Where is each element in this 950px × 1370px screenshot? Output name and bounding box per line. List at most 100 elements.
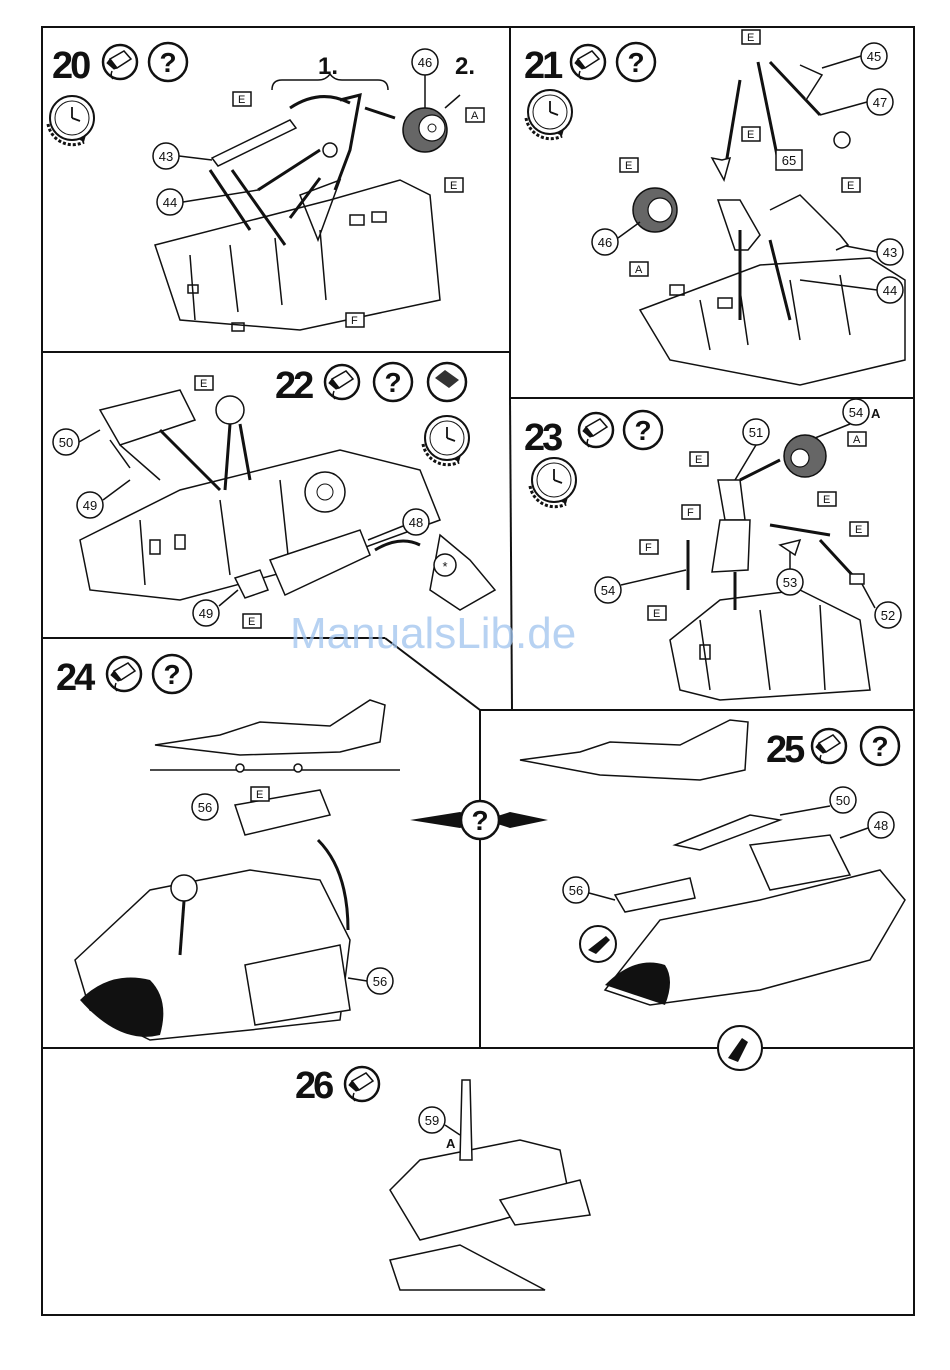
question-mark: ? — [163, 659, 180, 690]
asterisk-symbol: * — [442, 559, 447, 574]
svg-text:46: 46 — [598, 235, 612, 250]
svg-text:E: E — [450, 180, 457, 192]
part-callout-51: 51 — [735, 419, 769, 480]
svg-text:56: 56 — [198, 800, 212, 815]
svg-text:47: 47 — [873, 95, 887, 110]
svg-text:53: 53 — [783, 575, 797, 590]
step-24: 24 ? 56 56 E — [56, 655, 400, 1040]
sprue-tag-E: E — [842, 178, 860, 192]
part-43-drawing — [212, 120, 296, 166]
sprue-tag-A: A — [848, 432, 866, 446]
svg-text:48: 48 — [409, 515, 423, 530]
sprue-tag-E: E — [233, 92, 251, 106]
part-callout-50: 50 — [53, 429, 100, 455]
part-callout-59A: 59A — [419, 1107, 460, 1151]
part-callout-56: 56 — [348, 968, 393, 994]
center-question-symbol: ? — [410, 801, 548, 839]
question-mark: ? — [634, 415, 651, 446]
svg-text:48: 48 — [874, 818, 888, 833]
svg-text:A: A — [635, 264, 643, 276]
sprue-tag-F: F — [682, 505, 700, 519]
svg-text:43: 43 — [159, 149, 173, 164]
svg-text:56: 56 — [569, 883, 583, 898]
sprue-tag-E: E — [243, 614, 261, 628]
svg-text:49: 49 — [83, 498, 97, 513]
fuselage-drawing — [640, 258, 905, 385]
part-50-drawing — [100, 390, 195, 445]
glue-icon — [812, 729, 846, 763]
svg-text:F: F — [351, 315, 358, 327]
svg-text:A: A — [853, 434, 861, 446]
svg-text:E: E — [248, 616, 255, 628]
divider — [510, 398, 512, 710]
glue-icon — [571, 45, 605, 79]
sprue-tag-E: E — [850, 522, 868, 536]
svg-text:46: 46 — [418, 55, 432, 70]
question-mark: ? — [159, 47, 176, 78]
sprue-tag-F: F — [346, 313, 364, 327]
svg-text:51: 51 — [749, 425, 763, 440]
sprue-tag-E: E — [251, 787, 269, 801]
clock-icon — [423, 416, 469, 465]
svg-text:F: F — [645, 542, 652, 554]
svg-text:59: 59 — [425, 1113, 439, 1128]
svg-text:E: E — [200, 378, 207, 390]
step-25: 25 ? 50 48 56 — [520, 720, 905, 1070]
step-number: 22 — [275, 365, 313, 407]
svg-text:E: E — [747, 32, 754, 44]
clock-icon — [526, 90, 572, 139]
question-mark: ? — [627, 47, 644, 78]
watermark: ManualsLib.de — [290, 609, 576, 658]
svg-text:43: 43 — [883, 245, 897, 260]
svg-text:52: 52 — [881, 608, 895, 623]
svg-text:44: 44 — [883, 283, 897, 298]
fuselage-drawing — [155, 180, 440, 330]
svg-text:50: 50 — [59, 435, 73, 450]
step-22: 22 ? * 50 49 48 49 E E — [53, 363, 495, 628]
part-56-drawing — [615, 878, 695, 912]
svg-text:44: 44 — [163, 195, 177, 210]
part-callout-46: 46 — [412, 49, 438, 108]
glue-icon — [103, 45, 137, 79]
aircraft-side-view — [155, 700, 385, 755]
svg-text:E: E — [823, 494, 830, 506]
part-callout-52: 52 — [862, 584, 901, 628]
part-51-drawing — [712, 520, 750, 572]
svg-text:49: 49 — [199, 606, 213, 621]
svg-text:E: E — [256, 789, 263, 801]
substep-label: 2. — [455, 53, 475, 80]
sprue-tag-E: E — [445, 178, 463, 192]
step-number: 20 — [52, 45, 90, 87]
svg-text:?: ? — [471, 805, 488, 836]
sprue-tag-E: E — [742, 30, 760, 44]
svg-text:65: 65 — [782, 153, 796, 168]
svg-text:E: E — [653, 608, 660, 620]
svg-text:E: E — [747, 129, 754, 141]
svg-text:F: F — [687, 507, 694, 519]
part-callout-45: 45 — [822, 43, 887, 69]
part-callout-53: 53 — [777, 552, 803, 595]
svg-text:E: E — [695, 454, 702, 466]
svg-text:E: E — [625, 160, 632, 172]
svg-text:A: A — [871, 406, 881, 421]
sprue-tag-E: E — [742, 127, 760, 141]
svg-text:45: 45 — [867, 49, 881, 64]
svg-text:E: E — [847, 180, 854, 192]
step-23: 23 ? 51 54A 53 52 54 E A E F F E E — [524, 399, 901, 700]
svg-text:56: 56 — [373, 974, 387, 989]
clock-icon — [530, 458, 576, 507]
glue-icon — [107, 657, 141, 691]
part-callout-43: 43 — [153, 143, 212, 169]
part-callout-56: 56 — [192, 794, 218, 820]
svg-text:50: 50 — [836, 793, 850, 808]
step-21: 21 ? 45 47 65 46 43 44 E E E E A — [524, 30, 905, 385]
step-number: 24 — [56, 657, 95, 699]
svg-text:A: A — [446, 1136, 456, 1151]
sprue-tag-E: E — [818, 492, 836, 506]
part-callout-54: 54 — [595, 570, 686, 603]
glue-icon — [325, 365, 359, 399]
svg-text:E: E — [238, 94, 245, 106]
sprue-tag-E: E — [690, 452, 708, 466]
